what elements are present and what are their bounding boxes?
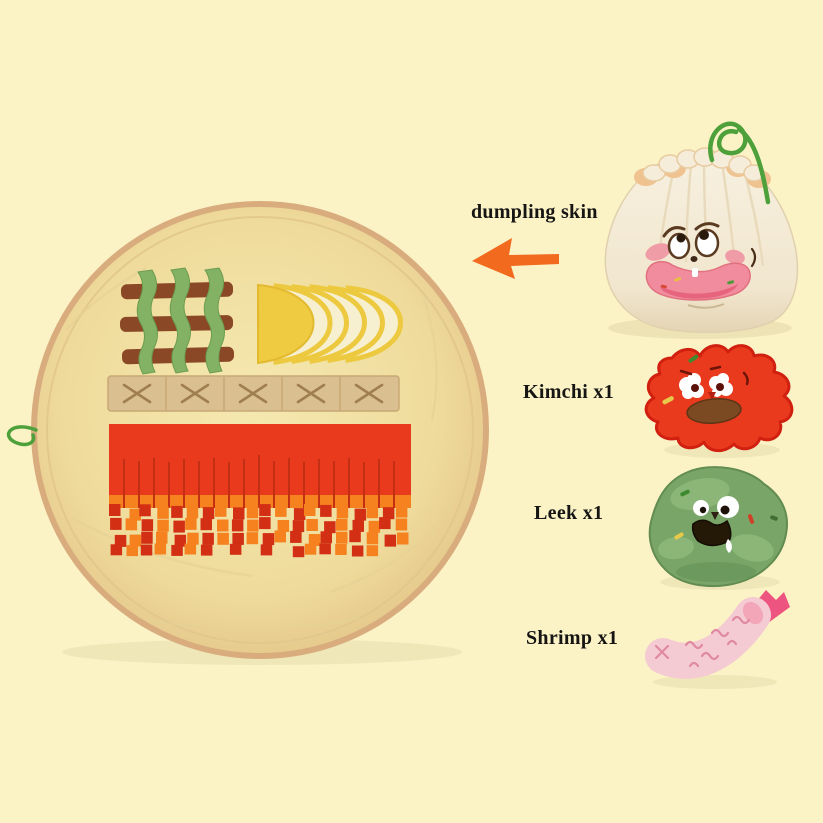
arrow-left-icon [472,238,559,279]
fringe-pile [109,504,409,558]
label-shrimp: Shrimp x1 [526,627,619,649]
snuffle-mat [6,201,489,665]
kimchi-fringe-panel [109,424,411,558]
leek-plush [648,466,788,590]
shrimp-plush [645,590,790,689]
kimchi-plush [644,344,794,458]
label-leek: Leek x1 [534,502,604,524]
shrimp-stitch-lines [654,615,751,668]
dumpling-skin-bag [604,121,799,339]
lattice-pattern [119,267,235,375]
label-dumpling-skin: dumpling skin [471,201,598,223]
dumpling-slices [257,283,403,365]
bag-gathered-top [634,147,771,188]
bag-cord [708,121,771,205]
fringe-slits [123,455,395,508]
bag-face [645,222,757,309]
x-stitch-band [107,375,400,412]
kimchi-face [662,354,749,424]
leek-face [674,489,778,553]
label-kimchi: Kimchi x1 [523,381,615,403]
mat-drawstring-loop [6,425,38,447]
